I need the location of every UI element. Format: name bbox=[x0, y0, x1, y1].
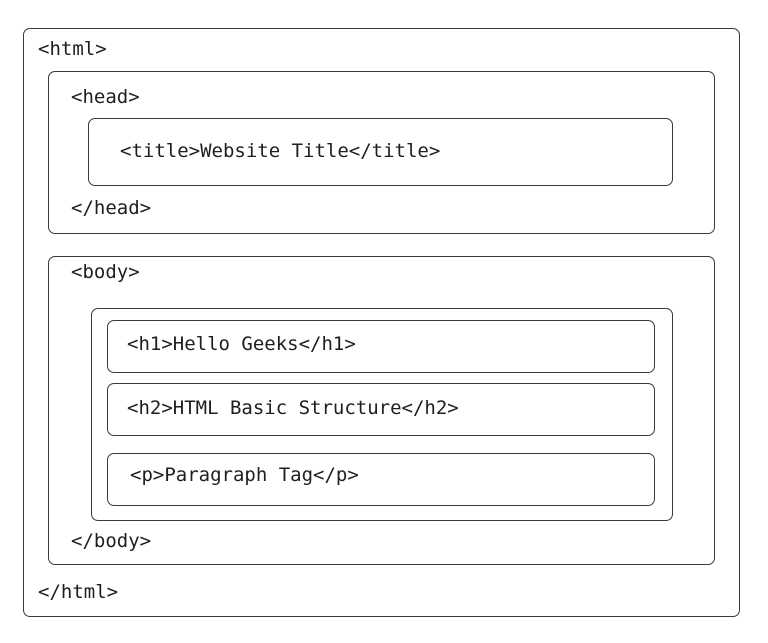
h1-tag-label: <h1>Hello Geeks</h1> bbox=[127, 333, 356, 355]
body-close-tag-label: </body> bbox=[71, 530, 152, 552]
html-open-tag-label: <html> bbox=[38, 38, 107, 60]
p-tag-label: <p>Paragraph Tag</p> bbox=[130, 464, 359, 486]
title-tag-label: <title>Website Title</title> bbox=[120, 140, 441, 162]
body-content-box bbox=[91, 308, 673, 521]
h1-element-box bbox=[107, 320, 655, 373]
head-open-tag-label: <head> bbox=[71, 86, 140, 108]
title-element-box bbox=[88, 118, 673, 186]
p-element-box bbox=[107, 453, 655, 506]
h2-element-box bbox=[107, 383, 655, 436]
body-element-box bbox=[48, 256, 715, 565]
body-open-tag-label: <body> bbox=[71, 261, 140, 283]
head-close-tag-label: </head> bbox=[71, 197, 152, 219]
head-element-box bbox=[48, 71, 715, 234]
h2-tag-label: <h2>HTML Basic Structure</h2> bbox=[127, 397, 459, 419]
html-close-tag-label: </html> bbox=[38, 581, 119, 603]
html-element-box bbox=[23, 28, 740, 617]
